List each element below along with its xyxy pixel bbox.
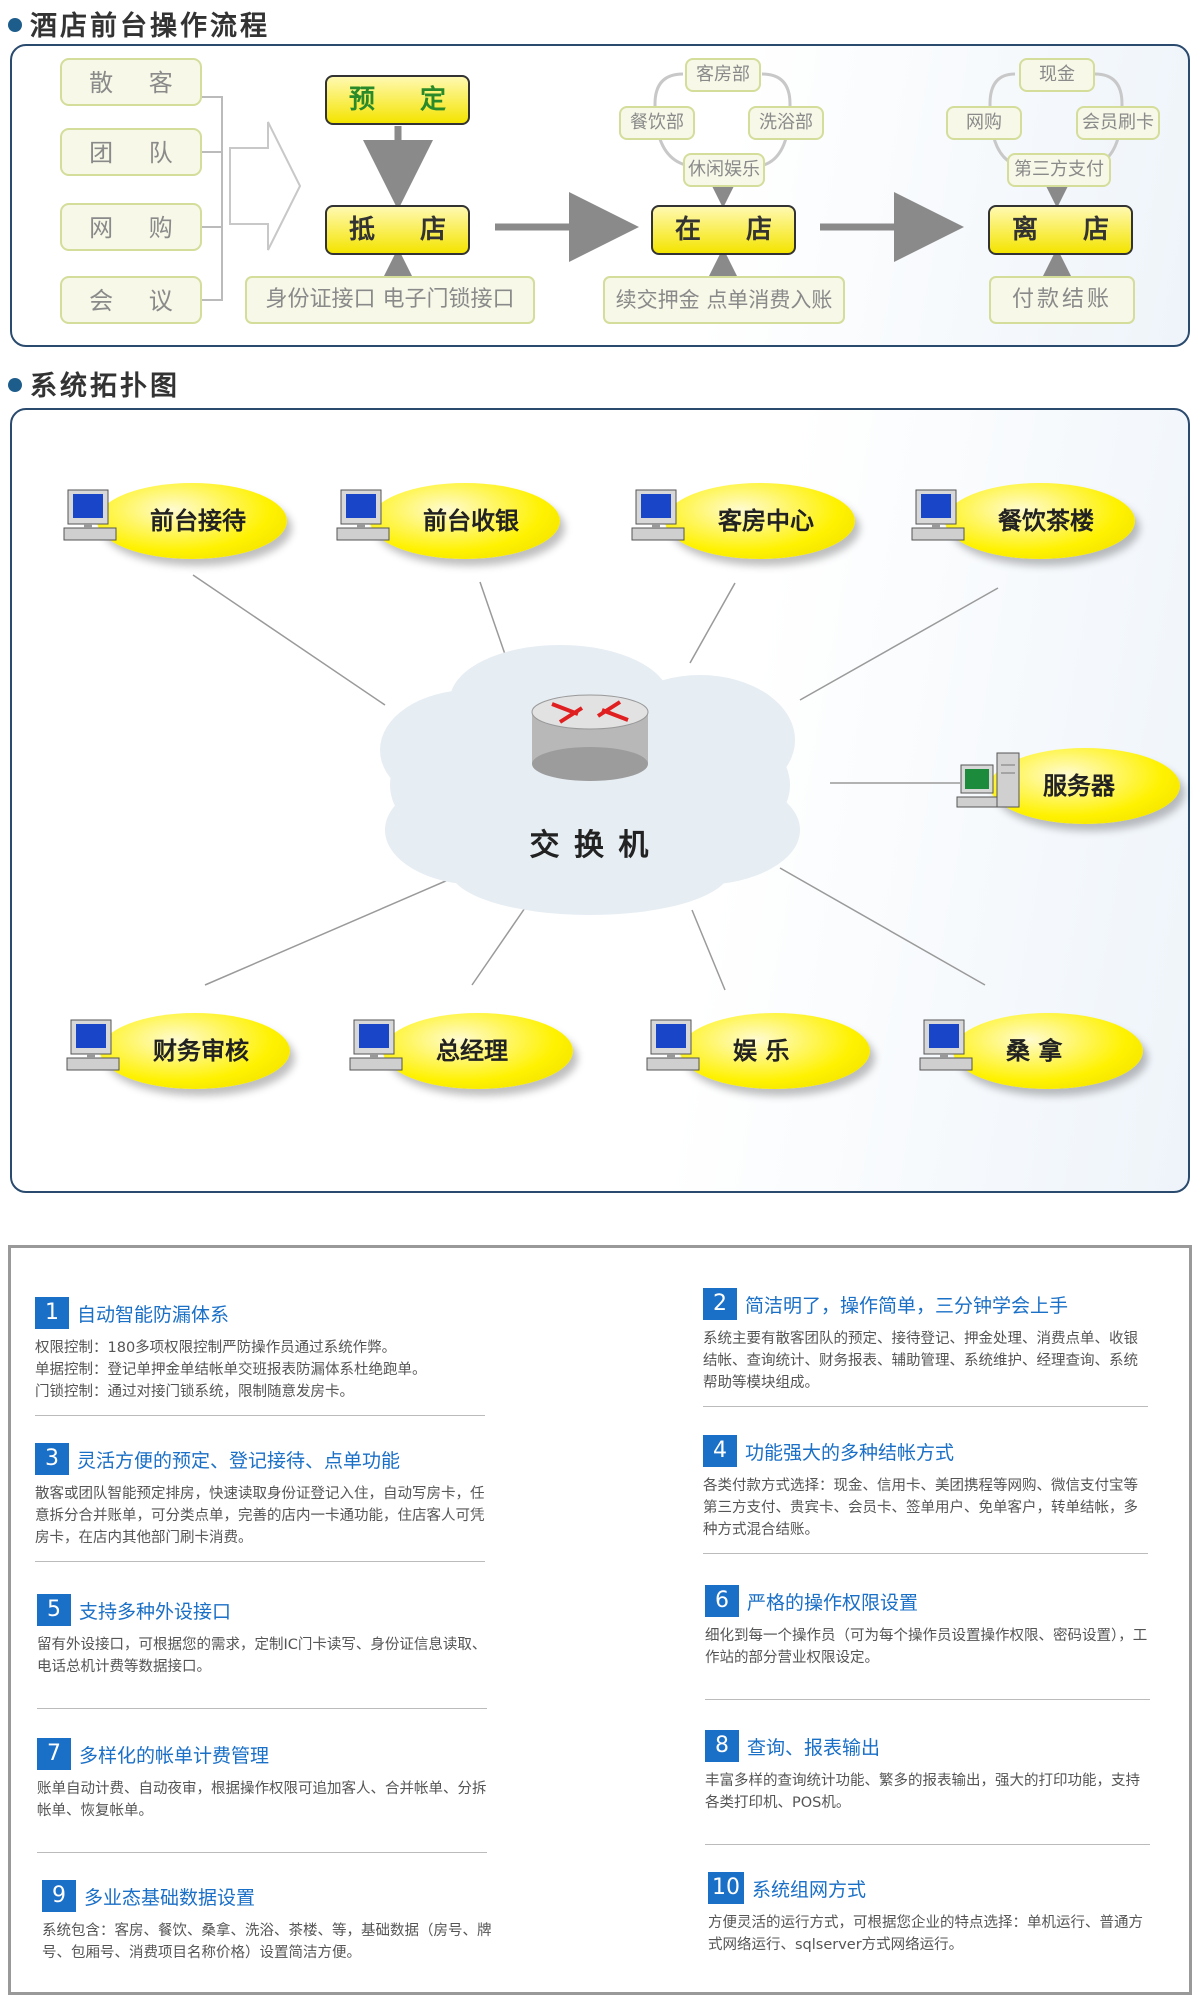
server-icon xyxy=(956,752,1020,808)
feature-number: 10 xyxy=(708,1872,744,1904)
feature-number: 2 xyxy=(703,1288,737,1320)
divider xyxy=(705,1844,1150,1845)
feature-title: 系统组网方式 xyxy=(752,1878,867,1901)
node-cashier: 前台收银 xyxy=(335,468,565,568)
feature-1: 1 自动智能防漏体系 权限控制：180多项权限控制严防操作员通过系统作弊。 单据控… xyxy=(35,1297,485,1416)
process-connectors xyxy=(202,72,1124,301)
node-front-desk: 前台接待 xyxy=(62,468,292,568)
stay-box: 在 店 xyxy=(651,205,796,255)
bullet-icon xyxy=(8,17,22,32)
feature-number: 6 xyxy=(705,1585,739,1617)
service-bath: 洗浴部 xyxy=(748,106,824,140)
feature-desc: 留有外设接口，可根据您的需求，定制IC门卡读写、身份证信息读取、电话总机计费等数… xyxy=(37,1637,487,1675)
divider xyxy=(705,1699,1150,1700)
pay-online: 网购 xyxy=(946,106,1022,140)
computer-icon xyxy=(911,489,965,541)
switch-label: 交 换 机 xyxy=(529,828,651,863)
feature-title: 支持多种外设接口 xyxy=(79,1600,232,1623)
node-dining: 餐饮茶楼 xyxy=(910,468,1140,568)
computer-icon xyxy=(349,1019,403,1071)
feature-2: 2 简洁明了，操作简单，三分钟学会上手 系统主要有散客团队的预定、接待登记、押金处… xyxy=(703,1288,1148,1407)
feature-desc: 系统主要有散客团队的预定、接待登记、押金处理、消费点单、收银结帐、查询统计、财务… xyxy=(703,1331,1138,1391)
service-rooms: 客房部 xyxy=(685,58,761,92)
bullet-icon xyxy=(8,377,22,392)
feature-title: 多业态基础数据设置 xyxy=(84,1886,256,1909)
computer-icon xyxy=(63,489,117,541)
feature-4: 4 功能强大的多种结帐方式 各类付款方式选择：现金、信用卡、美团携程等网购、微信支… xyxy=(703,1435,1148,1554)
feature-desc: 系统包含：客房、餐饮、桑拿、洗浴、茶楼、等，基础数据（房号、牌号、包厢号、消费项… xyxy=(42,1923,492,1961)
pay-cash: 现金 xyxy=(1019,58,1095,92)
source-group: 团 队 xyxy=(60,128,202,176)
node-housekeeping: 客房中心 xyxy=(630,468,860,568)
feature-9: 9 多业态基础数据设置 系统包含：客房、餐饮、桑拿、洗浴、茶楼、等，基础数据（房号… xyxy=(42,1880,492,1964)
source-online: 网 购 xyxy=(60,203,202,251)
feature-desc: 各类付款方式选择：现金、信用卡、美团携程等网购、微信支付宝等第三方支付、贵宾卡、… xyxy=(703,1478,1138,1538)
node-server: 服务器 xyxy=(955,733,1185,833)
features-panel xyxy=(8,1245,1192,1995)
service-leisure: 休闲娱乐 xyxy=(683,153,765,187)
feature-6: 6 严格的操作权限设置 细化到每一个操作员（可为每个操作员设置操作权限、密码设置）… xyxy=(705,1585,1150,1700)
checkin-interfaces: 身份证接口 电子门锁接口 xyxy=(245,276,535,324)
feature-3: 3 灵活方便的预定、登记接待、点单功能 散客或团队智能预定排房，快速读取身份证登记… xyxy=(35,1443,485,1562)
feature-8: 8 查询、报表输出 丰富多样的查询统计功能、繁多的报表输出，强大的打印功能，支持各… xyxy=(705,1730,1150,1845)
divider xyxy=(35,1561,485,1562)
feature-title: 多样化的帐单计费管理 xyxy=(79,1744,270,1767)
feature-title: 灵活方便的预定、登记接待、点单功能 xyxy=(77,1449,401,1472)
node-sauna: 桑 拿 xyxy=(918,998,1148,1098)
feature-number: 4 xyxy=(703,1435,737,1467)
checkin-box: 抵 店 xyxy=(325,205,470,255)
node-entertainment: 娱 乐 xyxy=(645,998,875,1098)
feature-title: 严格的操作权限设置 xyxy=(747,1591,919,1614)
topology-links xyxy=(192,574,999,991)
node-finance: 财务审核 xyxy=(65,998,295,1098)
feature-title: 功能强大的多种结帐方式 xyxy=(745,1441,955,1464)
router-icon xyxy=(531,694,649,781)
divider xyxy=(703,1406,1148,1407)
pay-third-party: 第三方支付 xyxy=(1007,153,1111,187)
feature-7: 7 多样化的帐单计费管理 账单自动计费、自动夜审，根据操作权限可追加客人、合并帐单… xyxy=(37,1738,487,1853)
feature-title: 简洁明了，操作简单，三分钟学会上手 xyxy=(745,1294,1069,1317)
service-dining: 餐饮部 xyxy=(619,106,695,140)
feature-desc: 权限控制：180多项权限控制严防操作员通过系统作弊。 单据控制：登记单押金单结帐… xyxy=(35,1340,427,1400)
computer-icon xyxy=(66,1019,120,1071)
divider xyxy=(37,1852,487,1853)
feature-number: 7 xyxy=(37,1738,71,1770)
stay-tasks: 续交押金 点单消费入账 xyxy=(603,276,845,324)
feature-10: 10 系统组网方式 方便灵活的运行方式，可根据您企业的特点选择：单机运行、普通方式… xyxy=(708,1872,1153,1956)
feature-number: 1 xyxy=(35,1297,69,1329)
feature-desc: 账单自动计费、自动夜审，根据操作权限可追加客人、合并帐单、分拆帐单、恢复帐单。 xyxy=(37,1781,487,1819)
checkout-box: 离 店 xyxy=(988,205,1133,255)
divider xyxy=(35,1415,485,1416)
checkout-payment: 付款结账 xyxy=(989,276,1135,324)
source-conference: 会 议 xyxy=(60,276,202,324)
feature-number: 5 xyxy=(37,1594,71,1626)
computer-icon xyxy=(336,489,390,541)
computer-icon xyxy=(631,489,685,541)
feature-number: 3 xyxy=(35,1443,69,1475)
feature-title: 自动智能防漏体系 xyxy=(77,1303,230,1326)
feature-desc: 散客或团队智能预定排房，快速读取身份证登记入住，自动写房卡，任意拆分合并账单，可… xyxy=(35,1486,485,1546)
divider xyxy=(37,1708,487,1709)
feature-number: 8 xyxy=(705,1730,739,1762)
computer-icon xyxy=(646,1019,700,1071)
feature-desc: 细化到每一个操作员（可为每个操作员设置操作权限、密码设置），工作站的部分营业权限… xyxy=(705,1628,1148,1666)
feature-title: 查询、报表输出 xyxy=(747,1736,881,1759)
feature-desc: 丰富多样的查询统计功能、繁多的报表输出，强大的打印功能，支持各类打印机、POS机… xyxy=(705,1773,1140,1811)
pay-member-card: 会员刷卡 xyxy=(1076,106,1160,140)
reserve-box: 预 定 xyxy=(325,75,470,125)
computer-icon xyxy=(919,1019,973,1071)
feature-5: 5 支持多种外设接口 留有外设接口，可根据您的需求，定制IC门卡读写、身份证信息读… xyxy=(37,1594,487,1709)
source-walk-in: 散 客 xyxy=(60,58,202,106)
divider xyxy=(703,1553,1148,1554)
feature-desc: 方便灵活的运行方式，可根据您企业的特点选择：单机运行、普通方式网络运行、sqls… xyxy=(708,1915,1143,1953)
feature-number: 9 xyxy=(42,1880,76,1912)
topology-section-title: 系统拓扑图 xyxy=(8,364,180,403)
process-section-title: 酒店前台操作流程 xyxy=(8,4,270,43)
node-manager: 总经理 xyxy=(348,998,578,1098)
